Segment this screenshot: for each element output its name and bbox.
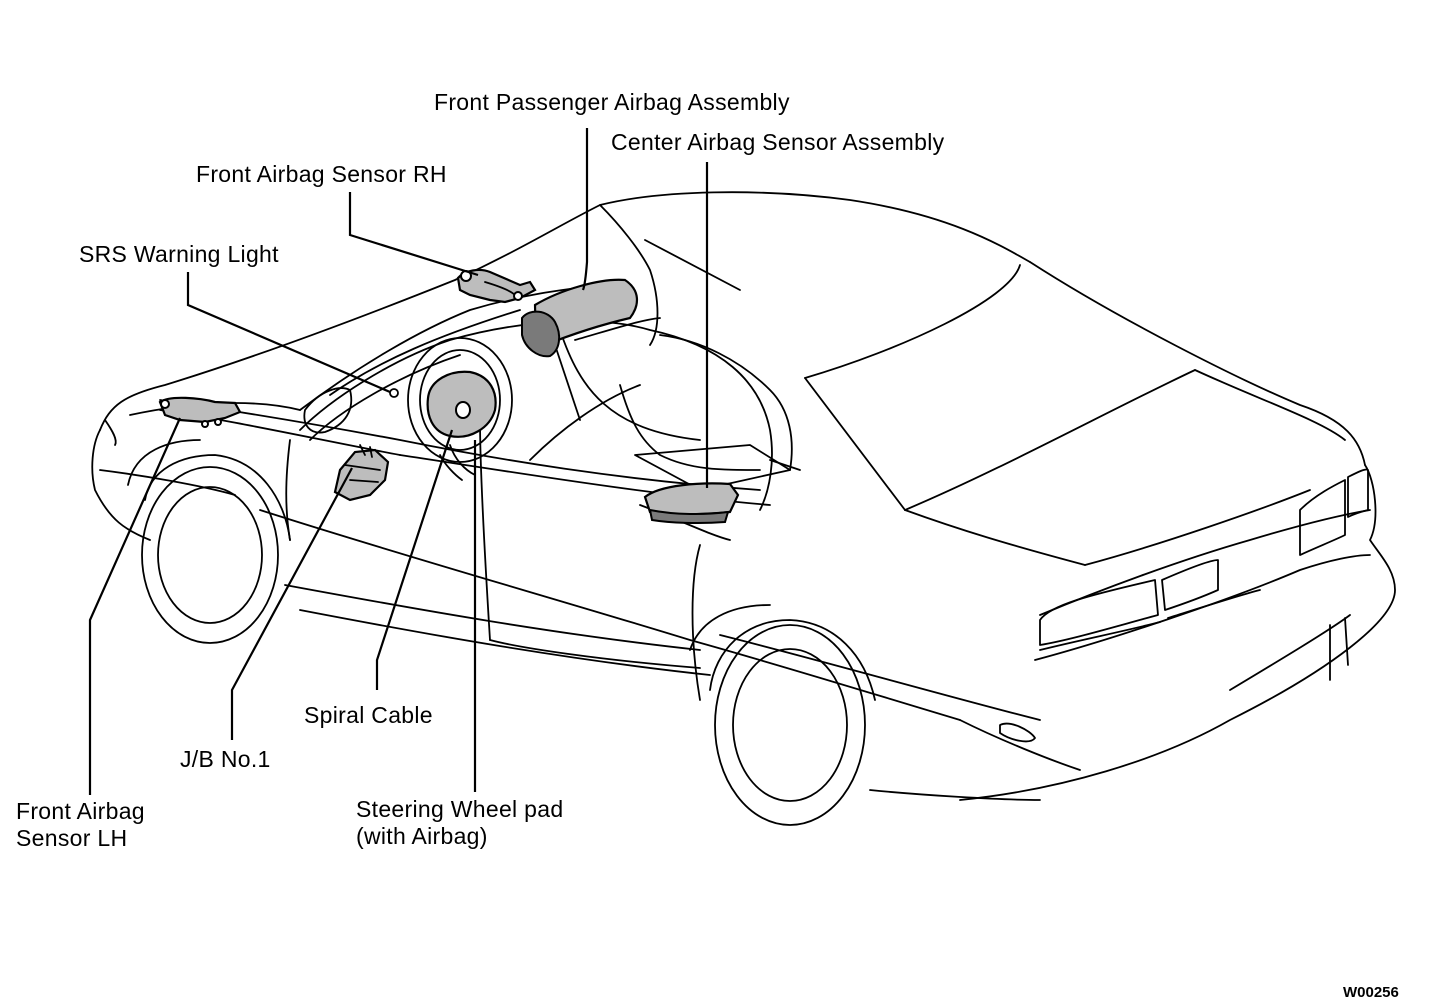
label-front-airbag-sensor-lh-line1: Front Airbag [16, 798, 145, 824]
label-steering-wheel-pad-line2: (with Airbag) [356, 823, 488, 849]
jb-no1-part [333, 444, 390, 502]
car-body [91, 191, 1396, 801]
front-airbag-sensor-rh-part [456, 268, 537, 304]
leader-lines [88, 128, 709, 795]
front-wheel [127, 439, 291, 644]
srs-warning-light-icon [389, 388, 399, 398]
label-steering-wheel-pad-line1: Steering Wheel pad [356, 796, 564, 822]
center-airbag-sensor-part [643, 482, 740, 525]
label-front-passenger-airbag: Front Passenger Airbag Assembly [434, 89, 790, 115]
label-srs-warning-light: SRS Warning Light [79, 241, 279, 267]
label-spiral-cable: Spiral Cable [304, 702, 433, 728]
front-airbag-sensor-lh-part [158, 396, 242, 428]
figure-code: W00256 [1343, 984, 1399, 1001]
label-front-airbag-sensor-lh-line2: Sensor LH [16, 825, 128, 851]
front-passenger-airbag-part [521, 278, 638, 358]
steering-wheel [407, 337, 513, 481]
label-jb-no1: J/B No.1 [180, 746, 271, 772]
label-center-airbag-sensor: Center Airbag Sensor Assembly [611, 129, 945, 155]
label-front-airbag-sensor-rh: Front Airbag Sensor RH [196, 161, 447, 187]
rear-wheel [689, 604, 876, 826]
